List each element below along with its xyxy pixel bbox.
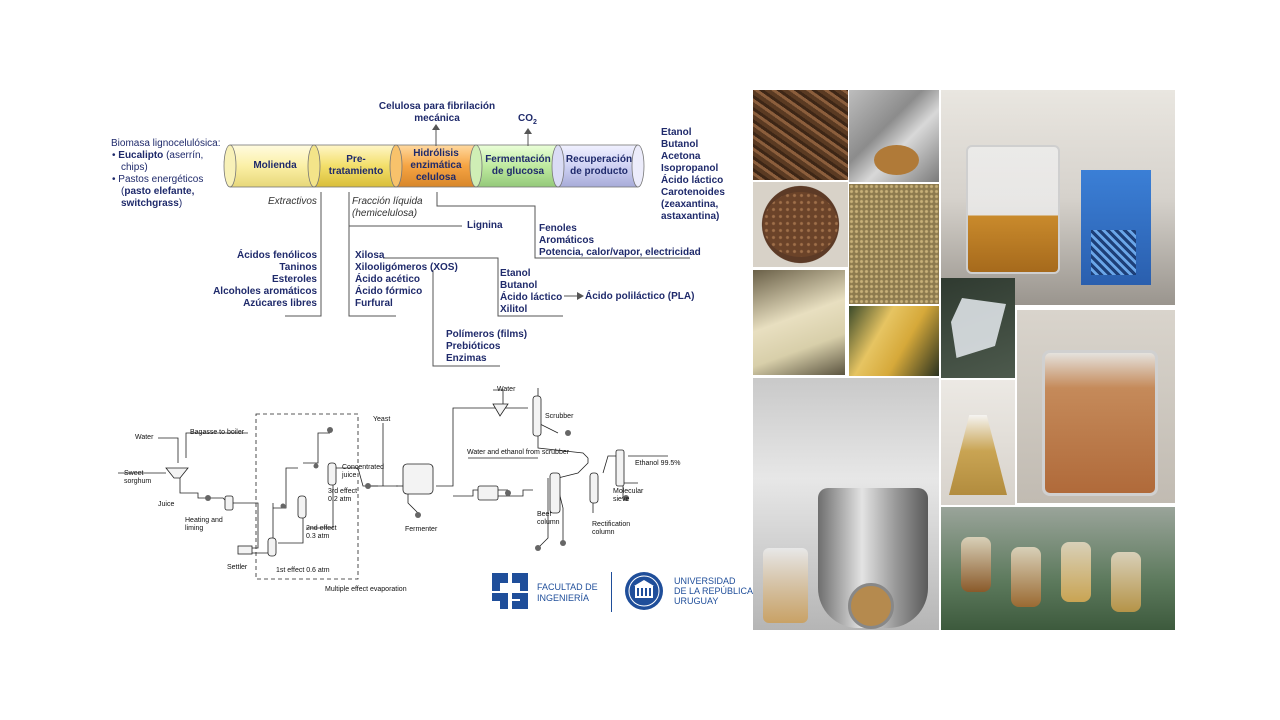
- photo-wood-chips: [753, 90, 848, 180]
- xilosa-product: Ácido láctico: [500, 292, 563, 303]
- lignina-list: Fenoles Aromáticos Potencia, calor/vapor…: [539, 223, 701, 259]
- extractivo-item: Alcoholes aromáticos: [213, 286, 317, 297]
- pla-product: Ácido poliláctico (PLA): [585, 291, 695, 302]
- stage-pretratamiento: Pre- tratamiento: [328, 154, 384, 177]
- pfd-juice: Juice: [158, 501, 175, 508]
- extractivo-item: Ácidos fenólicos: [236, 250, 317, 261]
- extractivo-item: Esteroles: [271, 274, 317, 285]
- fraccion-item: Ácido acético: [355, 274, 421, 285]
- biomass-item-eucalipto: • Eucalipto (aserrín, chips): [112, 150, 204, 173]
- photo-seeds-dish: [753, 182, 848, 267]
- photo-steel-cylinder: [849, 90, 939, 182]
- product-item: Isopropanol: [661, 163, 719, 174]
- lignina-item: Fenoles: [539, 223, 577, 234]
- pfd-scrubber: Scrubber: [545, 413, 574, 420]
- extractivos-label: Extractivos: [268, 196, 317, 207]
- products-right: Etanol Butanol Acetona Isopropanol Ácido…: [661, 127, 741, 223]
- logo-divider: [611, 572, 612, 612]
- xos-product: Polímeros (films): [446, 329, 528, 340]
- udelar-text: UNIVERSIDAD DE LA REPÚBLICA URUGUAY: [674, 576, 754, 606]
- photo-glass-fermenter: [1017, 310, 1175, 503]
- stage-recuperacion: Recuperación de producto: [565, 154, 633, 177]
- product-item: Ácido láctico: [661, 175, 724, 186]
- product-item: Etanol: [661, 127, 692, 138]
- fraccion-item: Xilosa: [355, 250, 385, 261]
- photo-sweet-potato: [849, 306, 939, 376]
- facultad-text: FACULTAD DE INGENIERÍA: [537, 582, 598, 603]
- photo-plastic-film: [941, 278, 1015, 378]
- photo-steel-reactor: [753, 378, 939, 630]
- stage-hidrolisis: Hidrólisis enzimática celulosa: [410, 148, 462, 183]
- product-item: (zeaxantina,: [661, 199, 719, 210]
- process-pipe: [223, 144, 645, 188]
- product-item: Butanol: [661, 139, 699, 150]
- pfd-fermenter: Fermenter: [405, 526, 438, 533]
- photo-collage: [753, 90, 1175, 630]
- xos-products: Polímeros (films) Prebióticos Enzimas: [446, 329, 527, 365]
- lignina-item: Aromáticos: [539, 235, 595, 246]
- pfd-settler: Settler: [227, 564, 248, 571]
- extractivo-item: Taninos: [279, 262, 317, 273]
- xilosa-product: Butanol: [500, 280, 538, 291]
- fraccion-item: Furfural: [355, 298, 393, 309]
- product-item: astaxantina): [661, 211, 720, 222]
- photo-ground-biomass: [849, 184, 939, 304]
- output-fibrilacion: Celulosa para fibrilación mecánica: [378, 101, 496, 124]
- xos-product: Prebióticos: [446, 341, 501, 352]
- product-item: Acetona: [661, 151, 701, 162]
- output-co2: CO2: [518, 113, 537, 126]
- xilosa-product: Etanol: [500, 268, 531, 279]
- biomass-block: Biomasa lignocelulósica: • Eucalipto (as…: [111, 138, 231, 210]
- pfd-ethanol: Ethanol 99.5%: [635, 460, 681, 467]
- pfd-bagasse: Bagasse to boiler: [190, 429, 245, 436]
- lignina-label: Lignina: [467, 220, 503, 231]
- pfd-water-left: Water: [135, 434, 154, 441]
- fraccion-label: Fracción líquida (hemicelulosa): [352, 196, 423, 219]
- fraccion-list: Xilosa Xilooligómeros (XOS) Ácido acétic…: [355, 250, 458, 310]
- pfd-yeast: Yeast: [373, 416, 391, 423]
- branch-lines: [285, 192, 690, 367]
- product-item: Carotenoides: [661, 187, 725, 198]
- fraccion-item: Ácido fórmico: [355, 286, 423, 297]
- lignina-item: Potencia, calor/vapor, electricidad: [539, 247, 701, 258]
- photo-flask: [941, 380, 1015, 505]
- xilosa-products: Etanol Butanol Ácido láctico Xilitol: [500, 268, 562, 316]
- facultad-logo-icon: [490, 571, 530, 611]
- stage-fermentacion: Fermentación de glucosa: [485, 154, 551, 177]
- xilosa-product: Xilitol: [500, 304, 528, 315]
- extractivo-item: Azúcares libres: [243, 298, 317, 309]
- extractivos-list: Ácidos fenólicos Taninos Esteroles Alcoh…: [200, 250, 317, 310]
- pfd-mee: Multiple effect evaporation: [325, 586, 407, 593]
- stage-molienda: Molienda: [253, 160, 297, 171]
- pfd-water-ethanol: Water and ethanol from scrubber: [467, 449, 570, 456]
- udelar-seal-icon: [625, 572, 663, 610]
- fraccion-item: Xilooligómeros (XOS): [355, 262, 458, 273]
- photo-lab-bioreactor: [941, 90, 1175, 305]
- pfd-first-effect: 1st effect 0.6 atm: [276, 567, 330, 574]
- pfd-water-top: Water: [497, 386, 516, 393]
- xos-product: Enzimas: [446, 353, 487, 364]
- top-arrows: [432, 124, 532, 146]
- biomass-header: Biomasa lignocelulósica:: [111, 138, 221, 149]
- photo-culture-bottles: [941, 507, 1175, 630]
- photo-root-vegetable: [753, 270, 845, 375]
- biomass-item-pastos: • Pastos energéticos (pasto elefante, sw…: [112, 174, 204, 209]
- pfd-diagram: [118, 388, 668, 580]
